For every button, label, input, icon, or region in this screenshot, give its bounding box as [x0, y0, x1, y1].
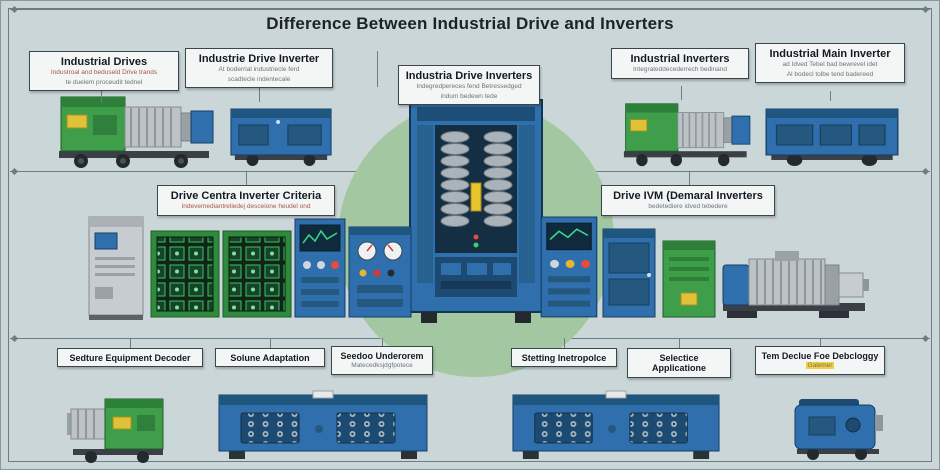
label-subtext: Indevemediantreliedej desceione heudel o… [181, 203, 311, 211]
horizontal-motor-assembly [719, 247, 871, 321]
green-box-middle-right [661, 239, 717, 321]
connector-line [270, 338, 271, 348]
green-drive-motor-unit-top-right [619, 95, 754, 167]
coil-stack-right [483, 131, 513, 227]
label-subtext: Al bodecl tolbe tend badereed [786, 70, 874, 78]
connector-line [681, 86, 682, 100]
label-subtext: ad Idved Tebel bad bewrevel idet [782, 61, 878, 69]
connector-line [689, 171, 690, 185]
label-box-industrial-main-inverter: Industrial Main Inverter ad Idved Tebel … [755, 43, 905, 84]
label-box-drive-ivm-demaral-inverters: Drive IVM (Demaral Inverters bedetediere… [601, 185, 775, 216]
label-subtext: indum bedewn tede [440, 92, 498, 100]
label-subtext: te duelem proceudit tednel [65, 78, 143, 86]
blue-screen-panel-right [539, 215, 599, 321]
gauge-control-panel [347, 225, 413, 321]
label-title: Stetting Inetropolce [521, 353, 607, 363]
label-title: Industria Drive Inverters [405, 70, 533, 82]
infographic-title: Difference Between Industrial Drive and … [266, 14, 674, 33]
connector-line [830, 91, 831, 101]
center-drive-cabinet [407, 97, 545, 325]
connector-line [382, 338, 383, 346]
connector-line [679, 338, 680, 348]
blue-wheeled-unit-top-left [227, 101, 335, 167]
label-subtext: Matecedksjdgfpotece [351, 362, 413, 370]
connector-line [259, 88, 260, 102]
label-title: Solune Adaptation [230, 353, 310, 363]
small-green-machine-bottom [67, 387, 169, 463]
warning-label [470, 182, 482, 212]
coil-stack-left [440, 131, 470, 227]
label-box-industrial-inverters: Industrial Inverters Integrateddecederre… [611, 48, 749, 79]
label-box-industria-drive-inverters: Industria Drive Inverters Indegredperece… [398, 65, 540, 106]
label-subtext: At boderrial industriecle ferd [218, 66, 300, 74]
label-title: Industrial Drives [60, 56, 148, 68]
label-subtext: scadtecle indentecale [227, 75, 291, 83]
green-circuit-panel-cabinet [149, 227, 293, 321]
connector-line [377, 51, 378, 87]
label-title: Drive IVM (Demaral Inverters [613, 190, 763, 202]
connector-line [564, 338, 565, 348]
divider-top [10, 9, 930, 10]
label-subtext: Indegredpereces fend Betressedged [416, 83, 522, 91]
label-box-stetting-inetropolce: Stetting Inetropolce [511, 348, 617, 368]
label-box-tem-declue: Tem Declue Foe Debcloggy Galemer [755, 346, 885, 375]
label-title: Industrie Drive Inverter [198, 53, 320, 65]
label-box-solune-adaptation: Solune Adaptation [215, 348, 325, 368]
label-title: Industrial Inverters [630, 53, 730, 65]
label-title: Selectice Applicatione [651, 353, 706, 374]
label-subtext: bedetediere idved tebedere [648, 203, 728, 211]
connector-line [130, 338, 131, 348]
label-title: Sedture Equipment Decoder [69, 353, 191, 363]
label-subtext-highlighted: Galemer [805, 362, 835, 370]
connector-line [820, 338, 821, 346]
gray-control-cabinet [87, 215, 145, 321]
small-blue-machine-bottom [789, 391, 887, 461]
label-box-drive-centra-inverter-criteria: Drive Centra Inverter Criteria Indevemed… [157, 185, 335, 216]
connector-line [246, 171, 247, 185]
label-title: Seedoo Underorem [340, 351, 424, 361]
long-blue-machine-bottom-left [215, 389, 431, 461]
label-box-industrie-drive-inverter: Industrie Drive Inverter At boderrial in… [185, 48, 333, 89]
label-title: Drive Centra Inverter Criteria [170, 190, 322, 202]
label-title: Industrial Main Inverter [769, 48, 891, 60]
blue-screen-panel-left [293, 217, 347, 321]
small-screen [94, 232, 118, 250]
green-drive-motor-unit-top-left [53, 87, 218, 169]
label-subtext: Industroal and beduseld Drive trands [50, 69, 158, 77]
label-box-selectice-applicatione: Selectice Applicatione [627, 348, 731, 378]
label-box-industrial-drives: Industrial Drives Industroal and bedusel… [29, 51, 179, 92]
label-box-seedoo-underorem: Seedoo Underorem Matecedksjdgfpotece [331, 346, 433, 375]
blue-inverter-unit-top-right [761, 101, 903, 167]
ribbed-motor-body [748, 258, 826, 306]
connector-line [101, 91, 102, 103]
blue-cabinet-middle-right [601, 227, 657, 321]
label-box-sedture-equipment-decoder: Sedture Equipment Decoder [57, 348, 203, 368]
label-title: Tem Declue Foe Debcloggy [761, 351, 879, 361]
label-subtext: Integrateddecederrech bedinand [633, 66, 727, 74]
long-blue-machine-bottom-right [509, 389, 723, 461]
motor-cylinder [124, 106, 192, 148]
